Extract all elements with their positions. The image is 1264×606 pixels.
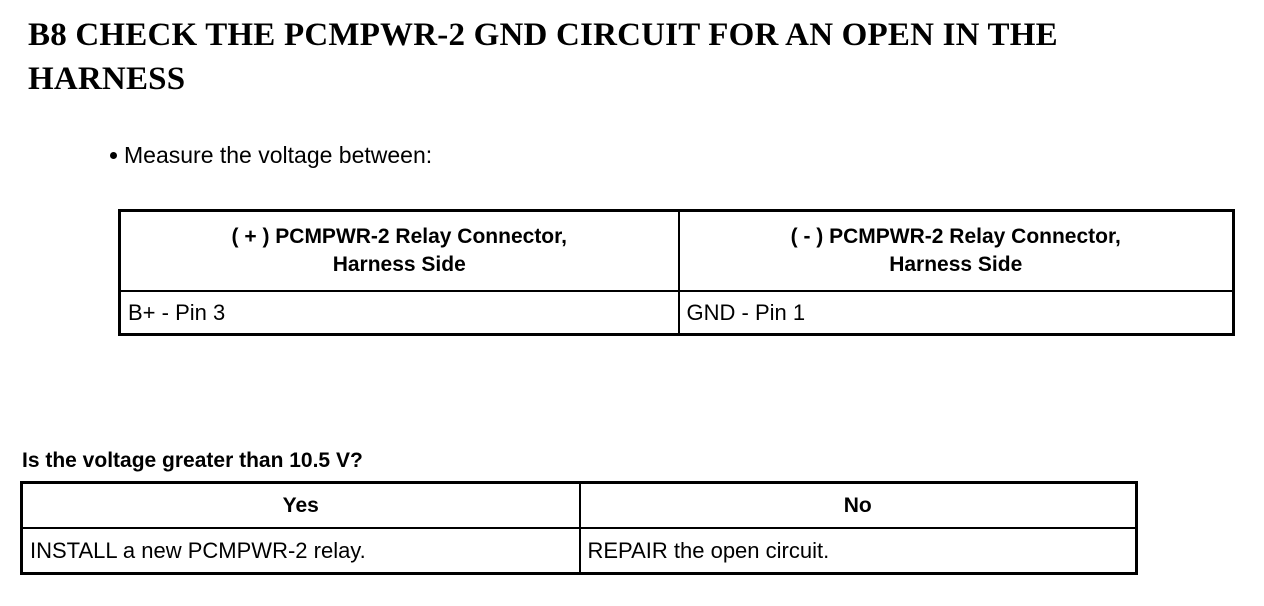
measurement-cell-negative: GND - Pin 1 <box>677 290 1235 336</box>
decision-question: Is the voltage greater than 10.5 V? <box>22 449 363 472</box>
measurement-table: ( + ) PCMPWR-2 Relay Connector, Harness … <box>118 209 1235 336</box>
instruction-bullet-row: Measure the voltage between: <box>110 144 432 167</box>
measurement-header-negative-line1: ( - ) PCMPWR-2 Relay Connector, <box>790 224 1121 248</box>
measurement-header-negative-line2: Harness Side <box>889 253 1023 276</box>
instruction-text: Measure the voltage between: <box>124 142 433 168</box>
measurement-header-positive-line2: Harness Side <box>332 253 466 276</box>
table-header-row: Yes No <box>20 481 1138 529</box>
table-row: B+ - Pin 3 GND - Pin 1 <box>118 290 1235 336</box>
page-title: B8 CHECK THE PCMPWR-2 GND CIRCUIT FOR AN… <box>28 17 1058 97</box>
decision-table: Yes No INSTALL a new PCMPWR-2 relay. REP… <box>20 481 1138 575</box>
measurement-header-positive: ( + ) PCMPWR-2 Relay Connector, Harness … <box>118 209 680 292</box>
table-row: INSTALL a new PCMPWR-2 relay. REPAIR the… <box>20 527 1138 575</box>
measurement-header-positive-line1: ( + ) PCMPWR-2 Relay Connector, <box>231 224 567 248</box>
decision-cell-no: REPAIR the open circuit. <box>578 527 1138 575</box>
measurement-cell-positive: B+ - Pin 3 <box>118 290 680 336</box>
table-header-row: ( + ) PCMPWR-2 Relay Connector, Harness … <box>118 209 1235 292</box>
decision-header-yes: Yes <box>20 481 581 529</box>
bullet-dot-icon <box>110 152 117 159</box>
decision-header-no: No <box>578 481 1138 529</box>
measurement-header-negative: ( - ) PCMPWR-2 Relay Connector, Harness … <box>677 209 1235 292</box>
decision-cell-yes: INSTALL a new PCMPWR-2 relay. <box>20 527 581 575</box>
